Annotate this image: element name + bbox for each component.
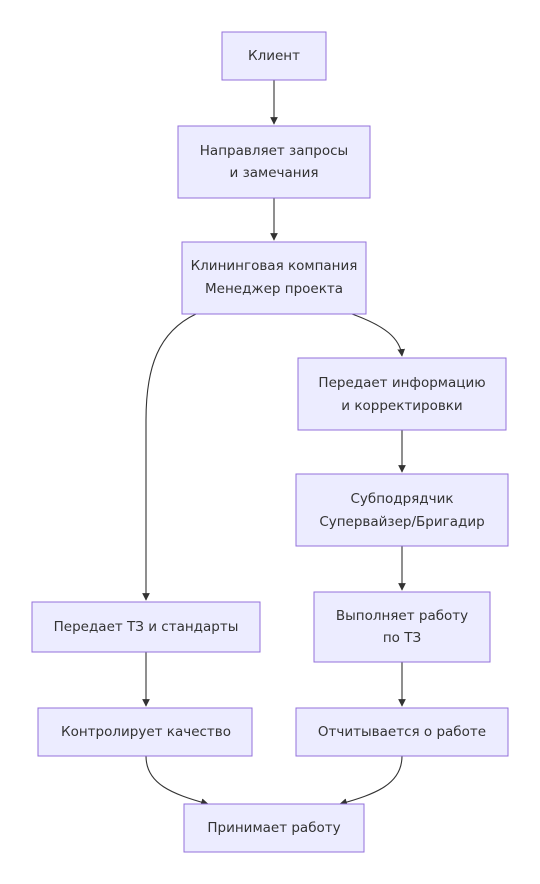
node-client: Клиент: [221, 31, 327, 81]
node-subcontractor-line-1: Субподрядчик: [350, 491, 453, 507]
nodes: Клиент Направляет запросы и замечания Кл…: [31, 31, 509, 853]
node-subcontractor-line-2: Супервайзер/Бригадир: [319, 514, 484, 530]
node-passes-info-line-2: и корректировки: [341, 398, 462, 414]
node-cleaning-company-line-1: Клининговая компания: [191, 258, 358, 274]
node-client-line-1: Клиент: [248, 48, 300, 64]
node-subcontractor: Субподрядчик Супервайзер/Бригадир: [295, 473, 509, 547]
edge-cleaning-company-to-passes-info: [351, 313, 406, 357]
edge-controls-quality-to-accepts-work: [145, 755, 209, 806]
node-passes-tz: Передает ТЗ и стандарты: [31, 601, 261, 653]
node-controls-quality-line-1: Контролирует качество: [61, 724, 231, 740]
node-performs-work: Выполняет работу по ТЗ: [313, 591, 491, 663]
node-performs-work-line-1: Выполняет работу: [336, 608, 468, 624]
node-cleaning-company: Клининговая компания Менеджер проекта: [181, 241, 367, 315]
node-sends-requests-line-2: и замечания: [230, 165, 319, 181]
node-accepts-work: Принимает работу: [183, 803, 365, 853]
edge-cleaning-company-to-passes-tz: [142, 313, 197, 601]
node-performs-work-line-2: по ТЗ: [383, 630, 421, 646]
edge-reports-work-to-accepts-work: [339, 755, 403, 806]
node-passes-info: Передает информацию и корректировки: [297, 357, 507, 431]
edges: [142, 80, 406, 806]
node-controls-quality: Контролирует качество: [37, 707, 253, 757]
node-accepts-work-line-1: Принимает работу: [207, 820, 340, 836]
node-reports-work-line-1: Отчитывается о работе: [318, 724, 486, 740]
node-passes-tz-line-1: Передает ТЗ и стандарты: [54, 619, 239, 635]
node-cleaning-company-line-2: Менеджер проекта: [205, 281, 343, 297]
node-reports-work: Отчитывается о работе: [295, 707, 509, 757]
node-sends-requests: Направляет запросы и замечания: [177, 125, 371, 199]
node-sends-requests-line-1: Направляет запросы: [200, 143, 348, 159]
node-passes-info-line-1: Передает информацию: [318, 375, 485, 391]
